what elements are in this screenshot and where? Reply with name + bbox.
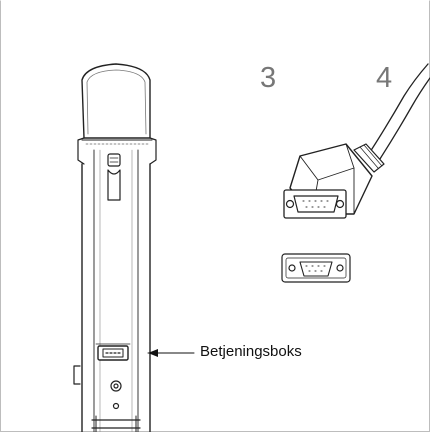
- stand-column: [73, 63, 157, 432]
- step-number-4: 4: [376, 62, 393, 94]
- d-sub-port: [281, 253, 351, 283]
- control-box: [95, 343, 131, 361]
- callout-arrow: [147, 349, 195, 357]
- d-sub-cable: [283, 63, 430, 219]
- step-number-3: 3: [260, 62, 277, 94]
- control-box-label: Betjeningsboks: [200, 343, 302, 360]
